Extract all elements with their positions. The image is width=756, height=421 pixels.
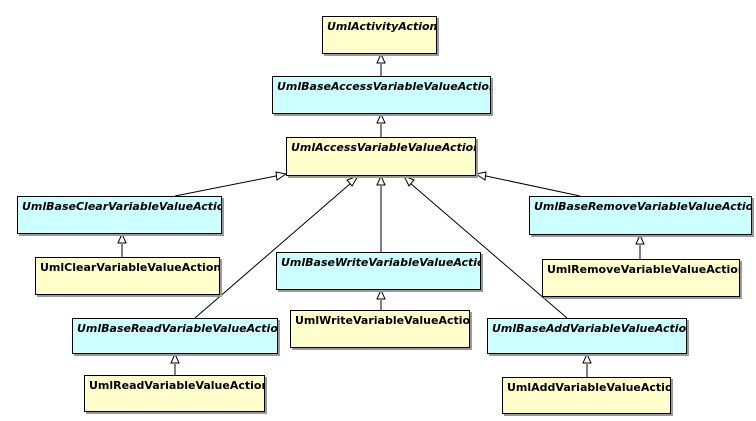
class-uml-base-remove-variable-value-action[interactable]: UmlBaseRemoveVariableValueAction xyxy=(529,196,752,235)
arrowhead-base-add xyxy=(582,352,592,364)
class-name: UmlWriteVariableValueAction xyxy=(295,314,470,327)
class-uml-add-variable-value-action[interactable]: UmlAddVariableValueAction xyxy=(502,377,671,414)
class-uml-base-access-variable-value-action[interactable]: UmlBaseAccessVariableValueAction xyxy=(272,76,491,114)
arrowhead-base-clear xyxy=(117,232,127,244)
class-name: UmlClearVariableValueAction xyxy=(40,261,220,274)
class-name: UmlActivityAction xyxy=(327,20,437,33)
class-uml-base-read-variable-value-action[interactable]: UmlBaseReadVariableValueAction xyxy=(72,318,278,354)
edge-base-add-to-access xyxy=(409,182,568,319)
arrowhead-base-read xyxy=(170,352,180,364)
arrowhead-base-remove xyxy=(635,233,645,245)
class-uml-base-write-variable-value-action[interactable]: UmlBaseWriteVariableValueAction xyxy=(276,252,481,290)
class-name: UmlBaseWriteVariableValueAction xyxy=(281,256,481,269)
arrowhead-activity-action xyxy=(376,52,386,64)
class-name: UmlBaseAddVariableValueAction xyxy=(492,322,687,335)
class-name: UmlAddVariableValueAction xyxy=(507,381,671,394)
class-uml-read-variable-value-action[interactable]: UmlReadVariableValueAction xyxy=(84,375,265,412)
class-uml-clear-variable-value-action[interactable]: UmlClearVariableValueAction xyxy=(35,257,220,295)
class-name: UmlBaseClearVariableValueAction xyxy=(22,200,222,213)
edge-base-remove-to-access xyxy=(485,175,581,197)
class-name: UmlBaseReadVariableValueAction xyxy=(77,322,278,335)
class-name: UmlReadVariableValueAction xyxy=(89,379,265,392)
edge-base-read-to-access xyxy=(194,182,352,319)
class-name: UmlBaseRemoveVariableValueAction xyxy=(534,200,752,213)
arrowhead-access-from-read xyxy=(346,175,360,187)
arrowhead-base-access xyxy=(376,112,386,124)
class-uml-write-variable-value-action[interactable]: UmlWriteVariableValueAction xyxy=(290,310,470,348)
arrowhead-access-from-write xyxy=(376,174,386,186)
class-uml-activity-action[interactable]: UmlActivityAction xyxy=(322,16,437,54)
class-uml-base-add-variable-value-action[interactable]: UmlBaseAddVariableValueAction xyxy=(487,318,687,354)
arrowhead-access-from-clear xyxy=(275,171,288,181)
arrowhead-access-from-remove xyxy=(474,171,487,181)
class-uml-access-variable-value-action[interactable]: UmlAccessVariableValueAction xyxy=(286,137,476,176)
class-name: UmlAccessVariableValueAction xyxy=(291,141,476,154)
class-uml-remove-variable-value-action[interactable]: UmlRemoveVariableValueAction xyxy=(542,259,740,297)
arrowhead-access-from-add xyxy=(402,175,415,187)
class-name: UmlBaseAccessVariableValueAction xyxy=(277,80,491,93)
arrowhead-base-write xyxy=(376,288,386,300)
edge-base-clear-to-access xyxy=(174,175,277,197)
class-name: UmlRemoveVariableValueAction xyxy=(547,263,740,276)
class-uml-base-clear-variable-value-action[interactable]: UmlBaseClearVariableValueAction xyxy=(17,196,222,234)
